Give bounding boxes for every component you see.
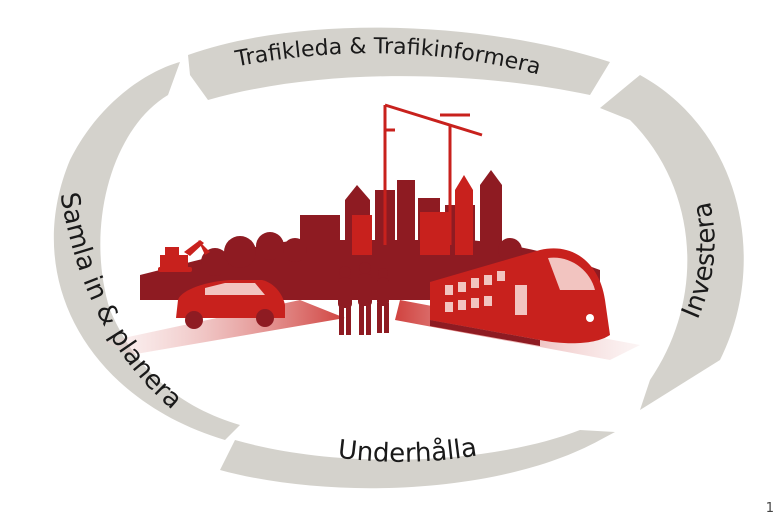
label-underhalla: Underhålla	[337, 433, 479, 469]
page-number: 1	[766, 501, 774, 516]
infrastructure-illustration	[105, 105, 640, 360]
people-silhouettes	[338, 262, 389, 335]
ring-segment-right	[600, 75, 744, 410]
